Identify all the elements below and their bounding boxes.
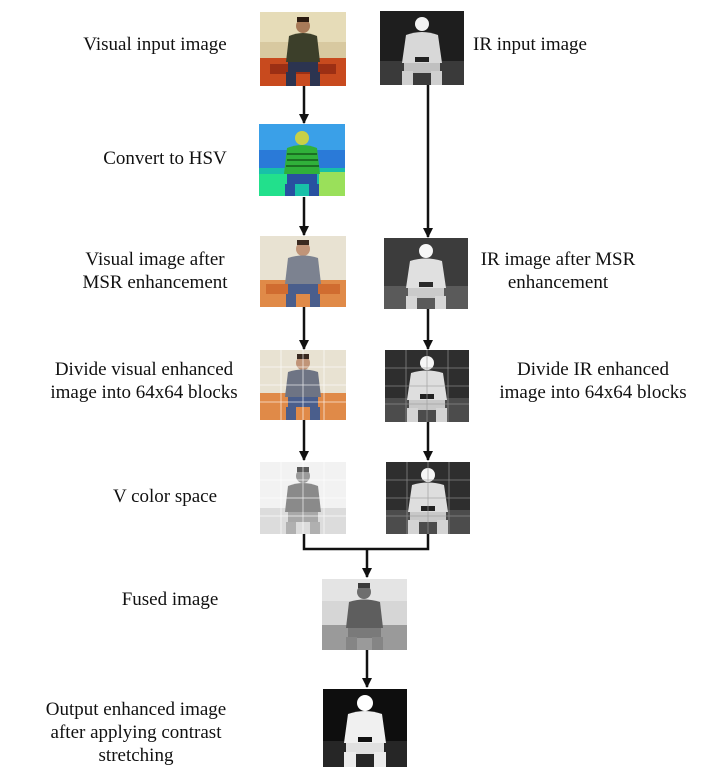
ir-input-image [380, 11, 464, 85]
label-convert-hsv: Convert to HSV [103, 148, 227, 169]
fused-image [322, 579, 407, 650]
label-ir-msr: IR image after MSR enhancement [480, 249, 636, 293]
label-output: Output enhanced image after applying con… [45, 699, 227, 766]
hsv-image [259, 124, 345, 196]
ir-blocks-image [385, 350, 469, 422]
merge-connector [302, 534, 430, 551]
label-v-color-space: V color space [112, 486, 218, 507]
label-fused-image: Fused image [121, 589, 219, 610]
label-visual-input: Visual input image [83, 34, 227, 55]
ir-msr-image [384, 238, 468, 309]
label-divide-ir: Divide IR enhanced image into 64x64 bloc… [499, 359, 687, 403]
visual-blocks-image [260, 350, 346, 420]
visual-v-channel-image [260, 462, 346, 534]
ir-v-channel-image [386, 462, 470, 534]
label-visual-msr: Visual image after MSR enhancement [82, 249, 228, 293]
visual-msr-image [260, 236, 346, 307]
label-divide-visual: Divide visual enhanced image into 64x64 … [50, 359, 238, 403]
label-ir-input: IR input image [473, 34, 587, 55]
output-image [323, 689, 407, 767]
visual-input-image [260, 12, 346, 86]
